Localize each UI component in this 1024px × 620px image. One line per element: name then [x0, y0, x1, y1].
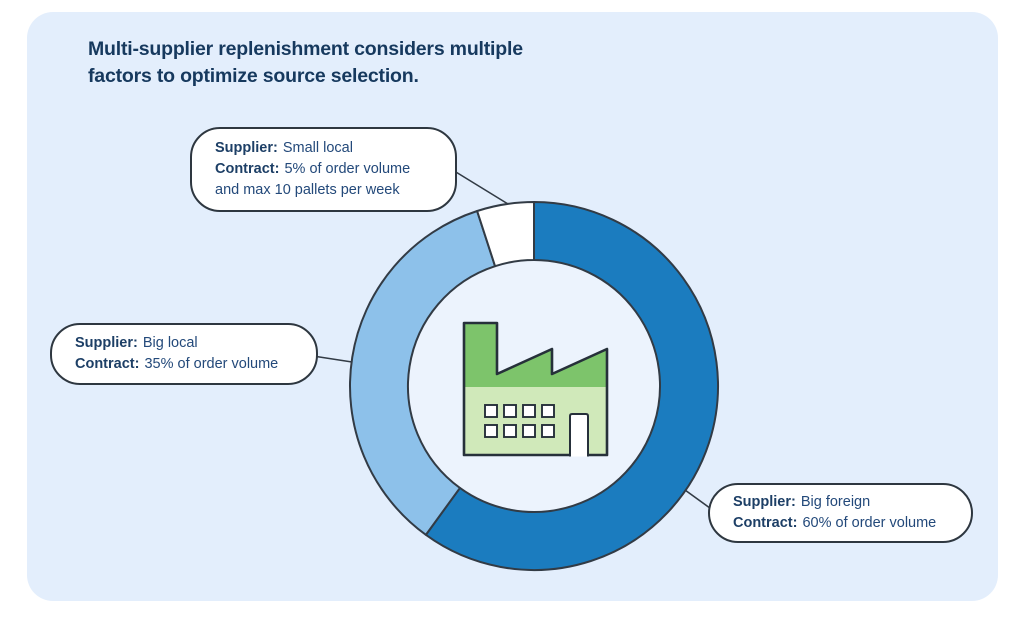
callout-line-label: Supplier: — [733, 494, 796, 510]
page-title-line1: Multi-supplier replenishment considers m… — [88, 38, 523, 60]
callout-line-label: Contract: — [75, 356, 140, 372]
factory-outline — [462, 321, 609, 457]
callout-line-label: Supplier: — [75, 335, 138, 351]
factory-roof — [464, 323, 607, 387]
callout-line-text: Big local — [142, 335, 198, 351]
donut-segment-big-foreign — [424, 201, 719, 571]
callout-connector-line-big-local — [312, 355, 353, 363]
callout-line-label: Contract: — [733, 515, 798, 531]
callout-line: Supplier:Big local — [75, 333, 302, 354]
factory-windows — [484, 404, 555, 438]
callout-line-text: 35% of order volume — [144, 356, 279, 372]
factory-door — [569, 413, 589, 457]
callout-small-local: Supplier:Small local Contract:5% of orde… — [190, 127, 457, 212]
donut-segment-big-local — [349, 210, 497, 536]
callout-line: Contract:60% of order volume — [733, 513, 957, 534]
infographic-panel: Multi-supplier replenishment considers m… — [27, 12, 998, 601]
callout-line-text: and max 10 pallets per week — [215, 182, 400, 198]
donut-segment-small-local — [476, 201, 535, 268]
callout-connector-line-small-local — [450, 168, 509, 205]
callout-big-foreign: Supplier:Big foreign Contract:60% of ord… — [708, 483, 973, 543]
callout-line: Supplier:Big foreign — [733, 492, 957, 513]
factory-icon — [462, 321, 609, 457]
callout-line-label: Supplier: — [215, 140, 278, 156]
page-title: Multi-supplier replenishment considers m… — [88, 36, 523, 90]
callout-line-text: 5% of order volume — [284, 161, 411, 177]
callout-line-text: 60% of order volume — [802, 515, 937, 531]
callout-line-text: Small local — [282, 140, 353, 156]
donut-segments — [349, 201, 719, 571]
page-title-line2: factors to optimize source selection. — [88, 65, 419, 87]
callout-line-text: Big foreign — [800, 494, 871, 510]
callout-line: Supplier:Small local — [215, 138, 441, 159]
donut-chart — [312, 168, 719, 571]
callout-line: and max 10 pallets per week — [215, 180, 441, 201]
callout-line: Contract:35% of order volume — [75, 354, 302, 375]
callout-big-local: Supplier:Big local Contract:35% of order… — [50, 323, 318, 385]
callout-line-label: Contract: — [215, 161, 280, 177]
callout-line: Contract:5% of order volume — [215, 159, 441, 180]
